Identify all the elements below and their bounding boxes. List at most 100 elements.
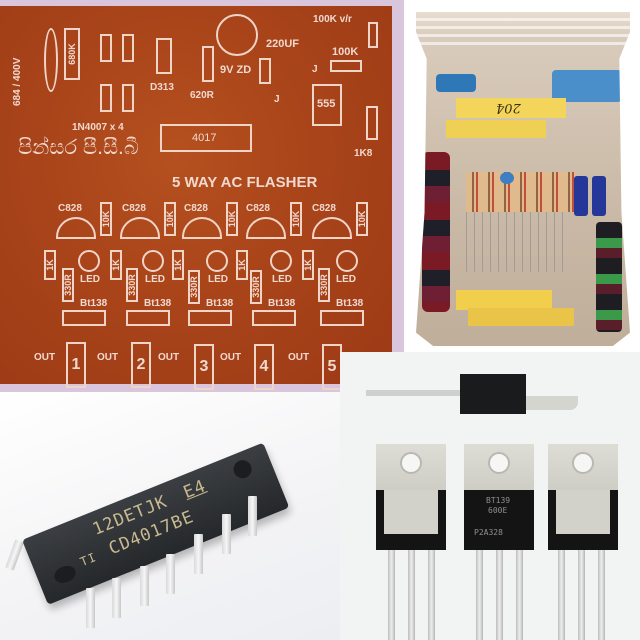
led-outline-5 <box>336 250 358 272</box>
yellow-tape-bottom <box>468 308 574 326</box>
label-bt138-5: Bt138 <box>336 298 364 309</box>
resistor-leads <box>466 212 566 272</box>
triac-outline-3 <box>188 310 232 326</box>
resistor-1k-2: 1K <box>110 250 122 280</box>
label-out-4: OUT <box>220 352 242 363</box>
resistor-330r-3: 330R <box>188 270 200 304</box>
label-bt138-1: Bt138 <box>80 298 108 309</box>
output-terminal-1: 1 <box>66 342 86 388</box>
label-out-5: OUT <box>288 352 310 363</box>
yellow-tape: 204 <box>456 98 566 118</box>
diode-3 <box>100 84 112 112</box>
ic-photo-panel: 12DETJK E4 TI CD4017BE <box>0 392 340 640</box>
label-pot: 100K v/r <box>313 14 352 25</box>
triac-leg <box>388 550 395 640</box>
blue-capacitor-large <box>552 70 622 102</box>
handwritten-label: 204 <box>496 100 521 115</box>
triac-leg <box>578 550 585 640</box>
zip-seal-line <box>416 26 630 29</box>
ic-pin <box>166 554 175 594</box>
label-jumper-mid: J <box>274 94 280 105</box>
electrolytic-cap <box>574 176 588 216</box>
yellow-tape <box>446 120 546 138</box>
label-c828-4: C828 <box>246 203 270 214</box>
label-jumper-top: J <box>312 64 318 75</box>
led-stack-right <box>596 222 622 332</box>
zip-seal <box>416 18 630 21</box>
zener-outline <box>259 58 271 84</box>
triac-outline-4 <box>252 310 296 326</box>
triac-lying-body <box>460 374 526 414</box>
resistor-1k-5: 1K <box>302 250 314 280</box>
label-led-3: LED <box>208 274 228 285</box>
diode-4 <box>122 84 134 112</box>
transistor-outline-4 <box>246 217 286 239</box>
label-c828-3: C828 <box>184 203 208 214</box>
label-220uf: 220UF <box>266 38 300 50</box>
resistor-1k-1: 1K <box>44 250 56 280</box>
label-d313: D313 <box>150 82 174 93</box>
electrolytic-cap <box>592 176 606 216</box>
transistor-outline-5 <box>312 217 352 239</box>
pcb-board: 684 / 400V 680K 1N4007 x 4 D313 620R 220… <box>0 6 392 390</box>
led-outline-1 <box>78 250 100 272</box>
board-title: 5 WAY AC FLASHER <box>172 174 318 191</box>
triac-body-2: BT139 600E P2A328 <box>464 490 534 550</box>
ti-logo-icon: TI <box>78 549 99 570</box>
triac-outline-5 <box>320 310 364 326</box>
label-4017: 4017 <box>192 132 217 144</box>
resistor-330r-1: 330R <box>62 268 74 302</box>
mounting-hole <box>572 452 594 474</box>
led-outline-2 <box>142 250 164 272</box>
triac-leg <box>428 550 435 640</box>
resistor-10k-5: 10K <box>356 202 368 236</box>
resistor-10k-3: 10K <box>226 202 238 236</box>
resistor-1k-3: 1K <box>172 250 184 280</box>
resistor-10k-1: 10K <box>100 202 112 236</box>
label-led-4: LED <box>272 274 292 285</box>
ic-dimple <box>51 562 79 586</box>
diode-1 <box>100 34 112 62</box>
resistor-330r-4: 330R <box>250 270 262 304</box>
led-stack <box>422 152 450 312</box>
pot-outline <box>368 22 378 48</box>
transistor-outline-3 <box>182 217 222 239</box>
ic-notch <box>230 457 255 481</box>
label-c828-2: C828 <box>122 203 146 214</box>
label-c828-5: C828 <box>312 203 336 214</box>
triac-leg <box>408 550 415 640</box>
triac-leg <box>558 550 565 640</box>
ic-pin <box>86 588 95 628</box>
ic-pin <box>248 496 257 536</box>
component-bag-photo: 204 <box>404 0 640 352</box>
mounting-hole <box>488 452 510 474</box>
ic-pin <box>5 539 24 571</box>
capacitor-outline <box>44 28 58 92</box>
output-terminal-2: 2 <box>131 342 151 388</box>
triac-marking-voltage: 600E <box>488 506 508 515</box>
label-out-3: OUT <box>158 352 180 363</box>
ic-pin <box>222 514 231 554</box>
label-bt138-4: Bt138 <box>268 298 296 309</box>
ic-4017-outline: 4017 <box>160 124 252 152</box>
pcb-photo-panel: 684 / 400V 680K 1N4007 x 4 D313 620R 220… <box>0 0 404 392</box>
ic-555-outline: 555 <box>312 84 342 126</box>
mounting-hole <box>400 452 422 474</box>
diode-2 <box>122 34 134 62</box>
ceramic-capacitor <box>500 172 514 184</box>
triac-back-plate <box>384 490 438 534</box>
label-100k: 100K <box>332 46 359 58</box>
label-620r: 620R <box>190 90 214 101</box>
led-outline-4 <box>270 250 292 272</box>
zip-seal-line <box>416 34 630 37</box>
ic-suffix: E4 <box>180 476 210 504</box>
label-led-5: LED <box>336 274 356 285</box>
label-diodes: 1N4007 x 4 <box>72 122 124 133</box>
blue-capacitor <box>436 74 476 92</box>
zip-seal-line <box>416 42 630 45</box>
label-c828-1: C828 <box>58 203 82 214</box>
output-terminal-5: 5 <box>322 344 342 390</box>
resistor-10k-4: 10K <box>290 202 302 236</box>
triac-leg <box>598 550 605 640</box>
output-terminal-4: 4 <box>254 344 274 390</box>
